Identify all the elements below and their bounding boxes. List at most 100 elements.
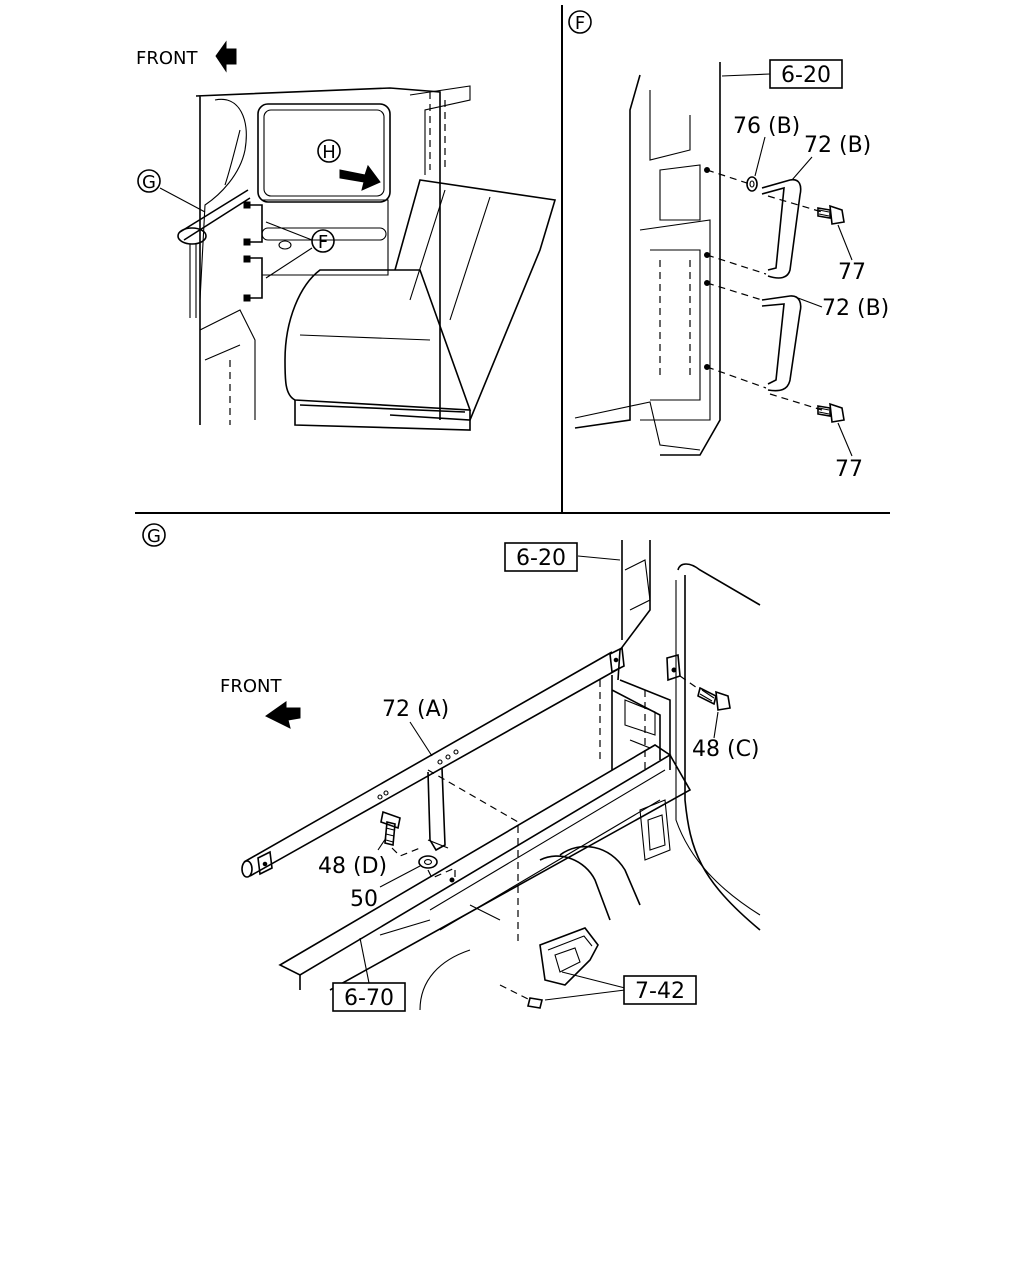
- wall-slot: [261, 227, 387, 241]
- bar-hole: [453, 749, 459, 755]
- guide-line: [706, 282, 763, 301]
- pillar-left: [574, 74, 641, 429]
- handle-bolt: [243, 255, 251, 263]
- bar-72a-end-right: [609, 646, 625, 674]
- handle-bolt: [243, 294, 251, 302]
- front-label-g: FRONT: [220, 676, 282, 697]
- leader-72b-upper: [791, 156, 813, 181]
- cushion-seam: [299, 334, 431, 341]
- washer-76b-hole: [749, 180, 755, 188]
- cover-7-42: [539, 927, 599, 986]
- handle-72b-upper: [761, 178, 802, 279]
- label-48d: 48 (D): [318, 854, 387, 879]
- floor-grooves: [429, 769, 666, 931]
- wall-handle-lower: [248, 257, 263, 299]
- leader-77-lower: [837, 422, 853, 457]
- guide-line: [767, 195, 823, 213]
- bracket-48c: [666, 653, 681, 682]
- rear-window-outer: [257, 103, 391, 203]
- detail-f-panel: F: [568, 10, 889, 482]
- guide-50: [427, 867, 456, 880]
- detail-f-marker-circle: [568, 10, 592, 34]
- bar-72a: [243, 651, 621, 877]
- callout-h: H: [322, 142, 336, 163]
- bench-base: [294, 400, 471, 431]
- leader-50: [379, 865, 421, 888]
- bolt-77-upper: [817, 204, 845, 225]
- bar-support-foot: [427, 839, 449, 849]
- pillar-panel: [639, 219, 711, 421]
- leader-g: [159, 187, 206, 213]
- bolt-48d: [380, 810, 401, 847]
- latch: [278, 240, 292, 250]
- ref-box-6-20-f-frame: [769, 59, 843, 89]
- wall-structure-detail: [624, 699, 656, 749]
- door-frame-inner: [675, 580, 761, 916]
- handle-bolt: [243, 238, 251, 246]
- wheel-house: [539, 845, 641, 921]
- label-72b-upper: 72 (B): [804, 133, 871, 158]
- ref-box-7-42: 7-42: [635, 979, 685, 1004]
- detail-f-marker: F: [575, 13, 585, 34]
- detail-g-panel: G FRONT: [142, 523, 761, 1012]
- cab-rear-wall: [195, 87, 441, 425]
- driver-seat: [199, 98, 247, 301]
- front-arrow-icon-g: [265, 701, 301, 729]
- callout-g: G: [142, 172, 156, 193]
- leader-7-42-a: [561, 971, 626, 989]
- cab-pillar: [409, 85, 471, 175]
- guide-48d: [391, 847, 421, 857]
- ref-box-6-70: 6-70: [344, 986, 394, 1011]
- overview-panel: FRONT: [136, 40, 557, 431]
- leader-6-70: [359, 937, 371, 989]
- backrest-seam: [409, 189, 491, 321]
- leader-76b: [754, 136, 766, 177]
- cover-7-42-detail: [547, 935, 593, 973]
- label-77-upper: 77: [838, 260, 866, 285]
- guide-line: [706, 169, 751, 185]
- floor-rail-lower: [299, 754, 692, 991]
- pillar-hidden: [659, 260, 691, 380]
- front-label: FRONT: [136, 48, 198, 69]
- washer-50: [418, 855, 438, 869]
- bar-hole: [262, 861, 268, 867]
- rear-pillar-inner: [624, 559, 651, 611]
- pillar-inner: [649, 90, 701, 221]
- guide-cover: [427, 769, 519, 946]
- guide-screw: [499, 984, 531, 1001]
- detail-g-marker: G: [147, 526, 161, 547]
- ref-box-6-70-frame: [332, 982, 406, 1012]
- ref-box-6-20-g-frame: [504, 542, 578, 572]
- screw-7-42: [527, 997, 543, 1009]
- leader-f-upper: [265, 221, 313, 241]
- floor-box: [639, 799, 671, 861]
- bar-72a-end-cap: [241, 860, 253, 878]
- callout-f-circle: [311, 229, 335, 253]
- cab-pillar-hidden: [429, 92, 446, 170]
- label-72b-lower: 72 (B): [822, 296, 889, 321]
- label-77-lower: 77: [835, 457, 863, 482]
- detail-g-marker-circle: [142, 523, 166, 547]
- leader-6-20-f: [721, 73, 771, 77]
- label-50: 50: [350, 887, 378, 912]
- bench-backrest: [389, 179, 557, 421]
- bolt-77-lower: [817, 402, 845, 423]
- handle-72b-lower-inner: [761, 303, 785, 385]
- leader-77-upper: [837, 224, 853, 261]
- leader-72a: [409, 721, 433, 757]
- bar-hole: [377, 794, 383, 800]
- ref-box-6-20-f: 6-20: [781, 63, 831, 88]
- guide-48c: [679, 675, 701, 691]
- washer-76b: [746, 176, 758, 192]
- rear-window-inner: [263, 109, 385, 197]
- bar-hole: [437, 759, 443, 765]
- leader-48c: [713, 711, 719, 739]
- guide-line: [769, 393, 823, 411]
- handle-72b-upper-inner: [761, 186, 785, 271]
- floor-hole: [449, 877, 455, 883]
- ref-box-7-42-frame: [623, 975, 697, 1005]
- guide-line: [706, 366, 767, 389]
- handle-72b-lower: [761, 295, 802, 392]
- bench-cushion: [284, 269, 472, 411]
